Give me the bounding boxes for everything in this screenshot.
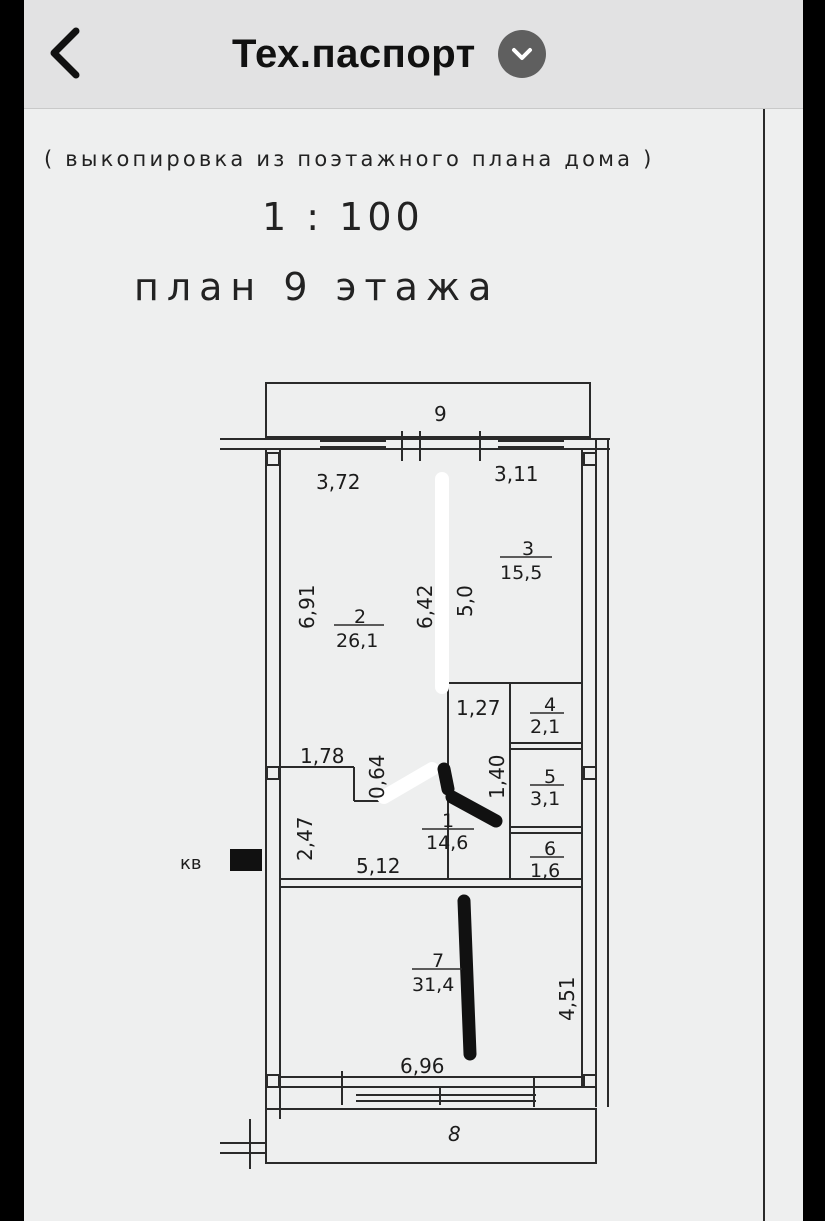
room-number: 6 <box>544 838 556 860</box>
room-3: 3 15,5 <box>500 538 552 584</box>
dim-niche-depth: 0,64 <box>365 754 389 799</box>
dim-niche-width: 1,78 <box>300 744 345 768</box>
room-area: 15,5 <box>500 562 542 584</box>
room-number: 4 <box>544 694 556 716</box>
floor-plan-document: ( выкопировка из поэтажного плана дома )… <box>24 109 803 1221</box>
dim-top-right-width: 3,11 <box>494 462 539 486</box>
balcony-bottom <box>265 1108 597 1164</box>
balcony-bottom-number: 8 <box>448 1122 461 1146</box>
scale-label: 1 : 100 <box>262 195 424 239</box>
dim-center-height: 6,42 <box>413 584 437 629</box>
screen: Тех.паспорт ( выкопировка из поэтажного … <box>24 0 803 1221</box>
dim-center-height-2: 5,0 <box>453 585 477 617</box>
room-2: 2 26,1 <box>334 606 384 652</box>
back-button[interactable] <box>38 22 90 84</box>
room-7: 7 31,4 <box>412 950 462 996</box>
room-number: 3 <box>522 538 534 560</box>
dropdown-button[interactable] <box>497 30 546 78</box>
floor-plan-drawing: 9 8 кв 3,72 3,11 6,91 6,42 5,0 1,78 0,64… <box>180 382 610 1169</box>
room-1: 1 14,6 <box>422 810 474 854</box>
dim-hall-side: 1,40 <box>485 754 509 799</box>
dim-bottom-width: 6,96 <box>400 1054 445 1078</box>
room-number: 5 <box>544 766 556 788</box>
dim-hall-height: 2,47 <box>293 816 317 861</box>
page-title: Тех.паспорт <box>232 31 476 76</box>
room-area: 1,6 <box>530 860 560 882</box>
room-6: 6 1,6 <box>530 838 564 882</box>
floor-title: план 9 этажа <box>134 265 500 309</box>
room-area: 26,1 <box>336 630 378 652</box>
dim-closet-width: 1,27 <box>456 696 501 720</box>
document-border <box>763 109 765 1221</box>
entrance-label: кв <box>180 853 201 874</box>
app-header: Тех.паспорт <box>24 0 803 109</box>
chevron-down-icon <box>511 48 532 60</box>
room-5: 5 3,1 <box>530 766 564 810</box>
room-number: 7 <box>432 950 444 972</box>
document-subtitle: ( выкопировка из поэтажного плана дома ) <box>44 147 655 171</box>
room-number: 1 <box>442 810 454 832</box>
room-number: 2 <box>354 606 366 628</box>
dim-left-height: 6,91 <box>295 584 319 629</box>
chevron-left-icon <box>50 27 80 79</box>
balcony-top-number: 9 <box>434 402 447 426</box>
entrance-marker <box>230 849 262 871</box>
dim-hall-width: 5,12 <box>356 854 401 878</box>
title-group: Тех.паспорт <box>232 28 546 80</box>
room-area: 31,4 <box>412 974 454 996</box>
room-area: 14,6 <box>426 832 468 854</box>
dim-top-left-width: 3,72 <box>316 470 361 494</box>
room-area: 3,1 <box>530 788 560 810</box>
room-area: 2,1 <box>530 716 560 738</box>
room-4: 4 2,1 <box>530 694 564 738</box>
dim-bottom-height: 4,51 <box>555 976 579 1021</box>
balcony-top <box>265 382 591 438</box>
